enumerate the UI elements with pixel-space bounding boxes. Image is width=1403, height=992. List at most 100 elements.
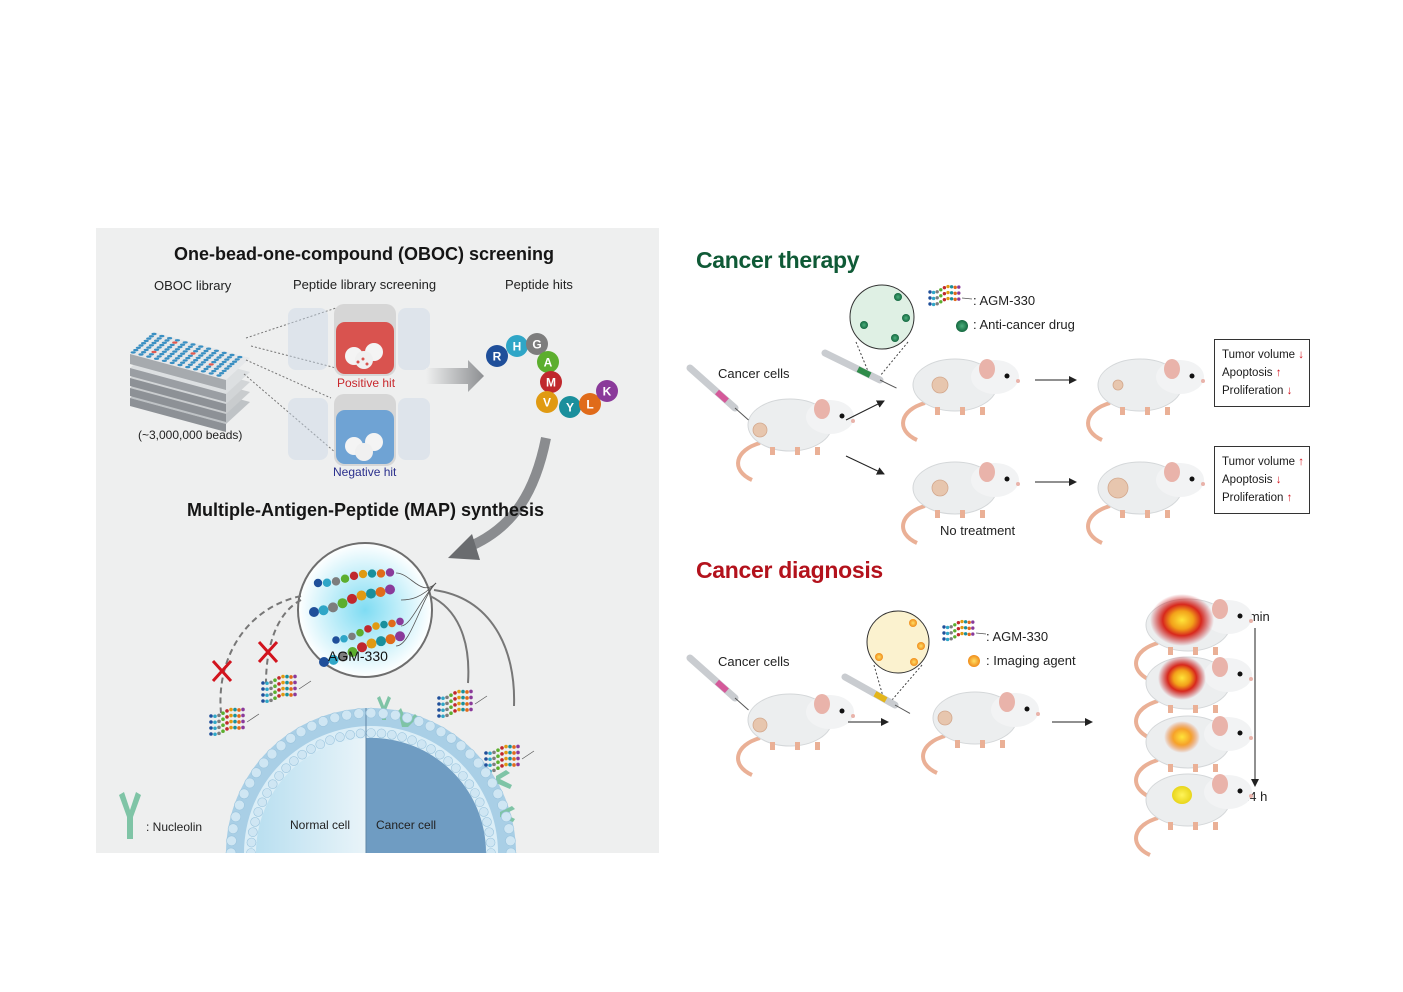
- bead-well: [141, 342, 147, 345]
- mini-bead: [233, 725, 237, 730]
- mini-bead: [939, 300, 943, 304]
- mini-bead: [221, 729, 225, 734]
- mouse-imaging-t3: [1134, 715, 1253, 799]
- bead-well: [154, 339, 160, 342]
- therapy-title: Cancer therapy: [696, 247, 860, 273]
- bead-well: [208, 363, 214, 366]
- mini-bead: [273, 690, 277, 695]
- down-arrow-icon: ↓: [1298, 349, 1305, 361]
- mini-bead: [971, 632, 975, 636]
- mini-bead: [209, 732, 213, 736]
- bead-well: [172, 359, 178, 362]
- mini-bead: [225, 709, 229, 713]
- mini-bead: [953, 623, 957, 627]
- mini-bead: [928, 290, 932, 294]
- vial-side-left-top: [288, 308, 328, 370]
- bead-well: [133, 348, 139, 352]
- bead-well: [164, 348, 170, 351]
- mini-bead: [261, 681, 265, 685]
- bead-well: [190, 352, 196, 355]
- arrow-to-treated: [845, 400, 885, 421]
- bead-well: [200, 361, 206, 364]
- mini-bead: [449, 693, 453, 698]
- mini-bead: [241, 719, 245, 724]
- mini-bead: [233, 713, 237, 718]
- bead-well: [159, 343, 165, 347]
- mini-bead: [209, 714, 213, 718]
- mini-bead: [237, 720, 241, 724]
- agm-330-cluster: [261, 674, 312, 704]
- bead-well: [177, 345, 183, 349]
- bead-well: [138, 344, 144, 347]
- bead-well: [146, 346, 152, 349]
- bead-well: [169, 361, 175, 365]
- mouse-imaging-5min: [1134, 594, 1253, 682]
- mini-bead: [380, 620, 388, 629]
- mini-bead: [453, 703, 457, 707]
- anti-cancer-drug-legend-icon: [956, 320, 968, 332]
- bead-well: [167, 337, 173, 340]
- mini-bead: [465, 702, 469, 706]
- tumor: [1107, 477, 1129, 499]
- mini-bead: [261, 687, 265, 691]
- amino-acid-bead: G: [526, 333, 548, 355]
- mini-bead: [457, 707, 461, 712]
- bead-well: [216, 365, 222, 368]
- mini-bead: [221, 711, 225, 716]
- mini-bead: [963, 632, 968, 636]
- mini-bead: [269, 680, 273, 685]
- bead-well: [206, 347, 212, 350]
- mini-bead: [453, 691, 457, 695]
- bead-well: [229, 353, 235, 357]
- mini-bead: [949, 631, 953, 635]
- agm-legend-icon-therapy: [928, 284, 973, 307]
- svg-text:G: G: [532, 338, 541, 352]
- mini-bead: [457, 695, 461, 700]
- bead-well: [141, 351, 147, 354]
- mini-bead: [928, 296, 932, 300]
- binding-path-2: [433, 589, 516, 707]
- mini-bead: [953, 291, 957, 296]
- mini-bead: [957, 297, 961, 301]
- treated-result-proliferation: Proliferation ↓: [1222, 385, 1293, 397]
- mini-bead: [376, 636, 386, 647]
- mini-bead: [508, 756, 512, 761]
- bead-well: [167, 355, 173, 358]
- cancer-cell-label: Cancer cell: [376, 818, 437, 832]
- bead-well: [164, 339, 170, 342]
- therapy-legend-drug: : Anti-cancer drug: [973, 317, 1075, 332]
- mini-bead: [484, 757, 488, 761]
- tumor: [752, 422, 768, 438]
- bead-well: [159, 352, 165, 356]
- bead-well: [224, 367, 230, 370]
- mini-bead: [508, 750, 512, 755]
- up-arrow-icon: ↑: [1275, 367, 1282, 379]
- mini-bead: [956, 626, 961, 631]
- time-start-label: 5 min: [1238, 609, 1270, 624]
- bead-well: [138, 353, 144, 356]
- mini-bead: [265, 693, 269, 698]
- mini-bead: [385, 584, 395, 595]
- mini-bead: [237, 726, 241, 730]
- library-count: (~3,000,000 beads): [138, 428, 243, 442]
- bead-well: [161, 359, 167, 362]
- mini-bead: [437, 708, 441, 712]
- cell-membrane: [226, 708, 516, 853]
- vial-side-right-top: [398, 308, 430, 370]
- blocked-x-icon-2: [257, 640, 279, 664]
- bead-well: [193, 359, 199, 362]
- bead-well: [203, 349, 209, 353]
- mini-bead: [357, 642, 367, 653]
- bead-well: [213, 358, 219, 361]
- bead-well: [190, 343, 196, 346]
- mini-bead: [504, 744, 508, 749]
- mini-bead: [293, 680, 297, 685]
- bead-well: [148, 353, 154, 356]
- bead-well: [211, 360, 217, 364]
- mini-bead: [508, 744, 512, 749]
- mini-bead: [953, 629, 957, 633]
- mini-bead: [319, 657, 329, 667]
- untreated-result-tumor: Tumor volume ↑: [1222, 456, 1305, 468]
- bead-well: [148, 344, 154, 347]
- bead-well: [208, 372, 214, 375]
